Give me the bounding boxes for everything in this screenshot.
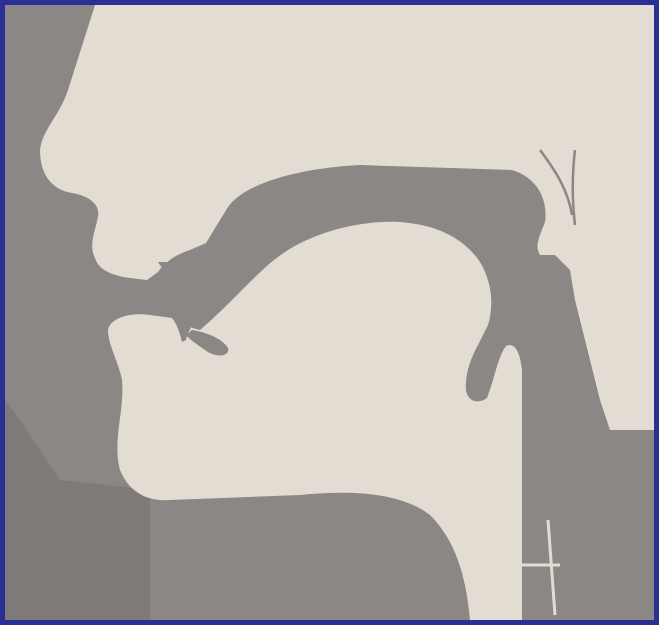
vocal-tract-diagram — [5, 5, 654, 620]
